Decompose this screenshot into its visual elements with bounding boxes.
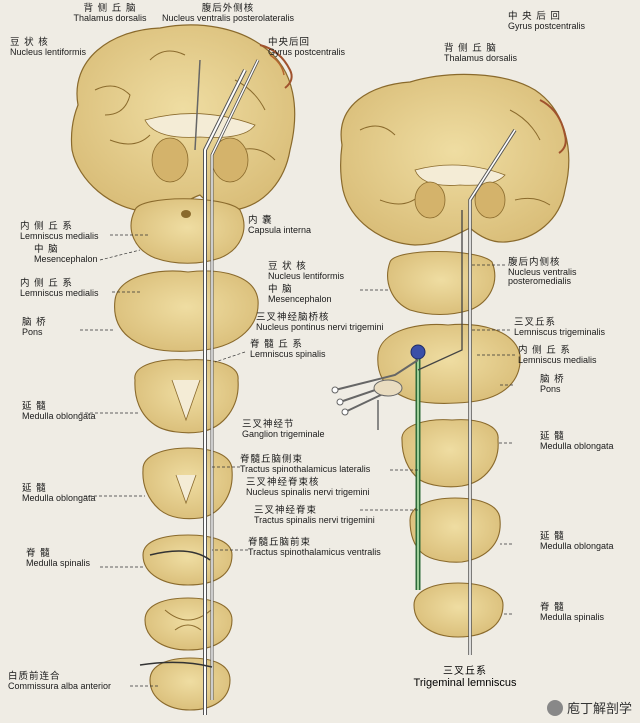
label-medulla-oblongata-r2: 延 髓 Medulla oblongata [540, 531, 614, 551]
label-capsula-interna: 内 囊 Capsula interna [248, 215, 312, 235]
watermark-text: 庖丁解剖学 [566, 701, 632, 716]
left-spinal-3 [149, 657, 231, 711]
trigeminal-ganglion [331, 359, 419, 430]
left-spinal-2 [144, 597, 233, 651]
label-lemniscus-trigeminalis: 三叉丘系 Lemniscus trigeminalis [514, 317, 606, 337]
wechat-icon [546, 699, 563, 716]
right-figure [331, 73, 570, 655]
label-lemniscus-medialis-1: 内 侧 丘 系 Lemniscus medialis [20, 221, 99, 241]
left-figure [70, 24, 296, 715]
label-ganglion-trigeminale: 三叉神经节 Ganglion trigeminale [242, 419, 325, 439]
figure-caption: 三叉丘系 Trigeminal lemniscus [413, 666, 517, 689]
label-nucleus-lentiformis-left: 豆 状 核 Nucleus lentiformis [10, 37, 87, 57]
left-pons [114, 270, 259, 352]
label-lemniscus-medialis-2: 内 侧 丘 系 Lemniscus medialis [20, 278, 99, 298]
label-lemniscus-spinalis: 脊 髓 丘 系 Lemniscus spinalis [250, 339, 326, 359]
label-medulla-oblongata-r1: 延 髓 Medulla oblongata [540, 431, 614, 451]
label-nucleus-spinalis: 三叉神经脊束核 Nucleus spinalis nervi trigemini [246, 477, 370, 497]
label-mesencephalon-right: 中 脑 Mesencephalon [268, 284, 332, 304]
label-lemniscus-medialis-right: 内 侧 丘 系 Lemniscus medialis [518, 345, 597, 365]
label-commissura-alba: 白质前连合 Commissura alba anterior [8, 671, 112, 691]
label-nucleus-vpm: 腹后内侧核 Nucleus ventralis posteromedialis [508, 257, 577, 287]
label-medulla-spinalis-right: 脊 髓 Medulla spinalis [540, 602, 605, 622]
label-tractus-spinalis: 三叉神经脊束 Tractus spinalis nervi trigemini [254, 505, 375, 525]
label-mesencephalon-left: 中 脑 Mesencephalon [34, 244, 98, 264]
label-nucleus-pontinus: 三叉神经脑桥核 Nucleus pontinus nervi trigemini [256, 312, 384, 332]
right-medulla-2 [409, 497, 501, 563]
label-pons-right: 脑 桥 Pons [540, 374, 565, 394]
label-medulla-oblongata-l2: 延 髓 Medulla oblongata [22, 483, 96, 503]
left-mesencephalon [130, 198, 245, 264]
label-nucleus-vpl: 腹后外侧核 Nucleus ventralis posterolateralis [161, 3, 295, 23]
label-pons-left: 脑 桥 Pons [22, 317, 47, 337]
label-thalamus-dorsalis-right: 背 侧 丘 脑 Thalamus dorsalis [444, 43, 518, 63]
label-tract-st-lateralis: 脊髓丘脑侧束 Tractus spinothalamicus lateralis [240, 454, 371, 474]
right-spinal [413, 582, 504, 638]
right-mesencephalon [387, 251, 496, 316]
label-medulla-oblongata-l1: 延 髓 Medulla oblongata [22, 401, 96, 421]
watermark: 庖丁解剖学 [546, 698, 632, 717]
label-medulla-spinalis-left: 脊 髓 Medulla spinalis [26, 548, 91, 568]
right-pons [377, 323, 521, 404]
label-gyrus-postcentralis-right: 中 央 后 回 Gyrus postcentralis [508, 11, 586, 31]
label-tract-st-ventralis: 脊髓丘脑前束 Tractus spinothalamicus ventralis [248, 537, 381, 557]
label-gyrus-postcentralis-left: 中央后回 Gyrus postcentralis [268, 37, 346, 57]
label-thalamus-dorsalis-left: 背 侧 丘 脑 Thalamus dorsalis [73, 3, 147, 23]
left-spinal-1 [142, 534, 233, 586]
right-brain-section [340, 73, 570, 246]
label-nucleus-lentiformis-right: 豆 状 核 Nucleus lentiformis [268, 261, 345, 281]
leader-lines [80, 234, 515, 687]
